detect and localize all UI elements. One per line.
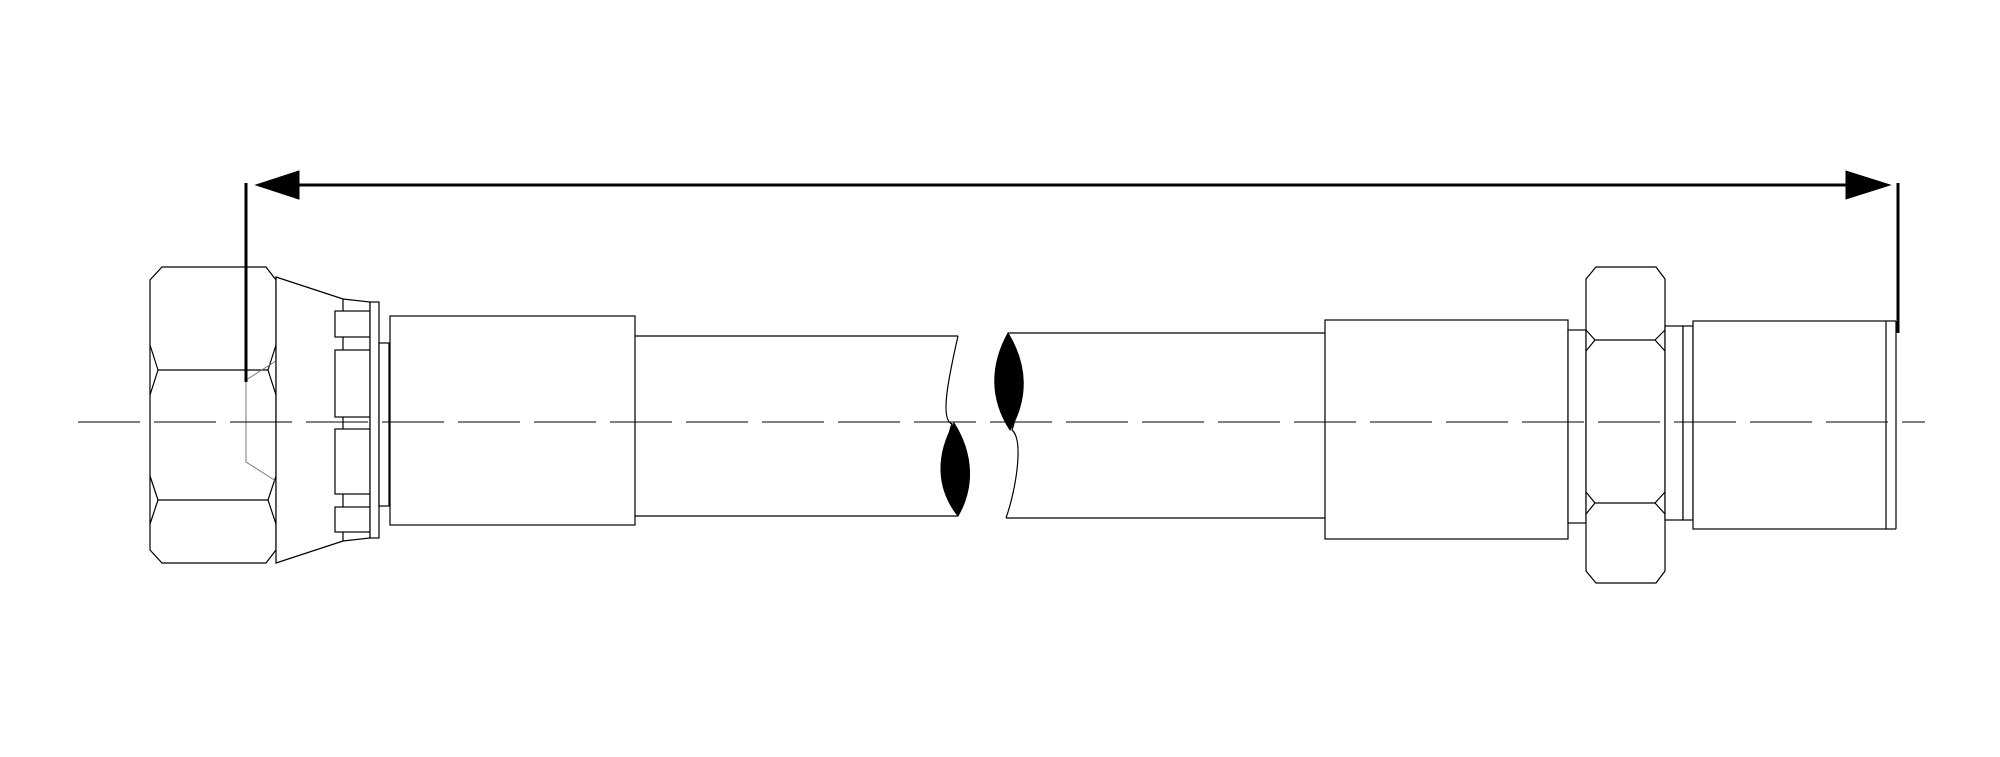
right-hose-segment [1005,332,1325,519]
left-hex-nut [149,266,277,564]
right-nut-rings [1664,325,1694,521]
left-rings [369,301,390,539]
break-mark-upper [994,331,1024,431]
left-arrowhead [254,170,300,200]
left-hose-segment [635,335,959,517]
right-arrowhead [1845,170,1892,200]
left-ferrule-slots [334,310,371,533]
right-ring [1567,329,1587,524]
overall-length-dimension [244,170,1900,382]
male-thread-end [1692,320,1897,530]
hidden-thread-lines [245,346,299,496]
left-ferrule-sleeve [389,315,636,526]
right-ferrule-sleeve [1324,319,1569,540]
right-hex-nut [1585,266,1666,584]
break-mark-lower [940,422,971,517]
